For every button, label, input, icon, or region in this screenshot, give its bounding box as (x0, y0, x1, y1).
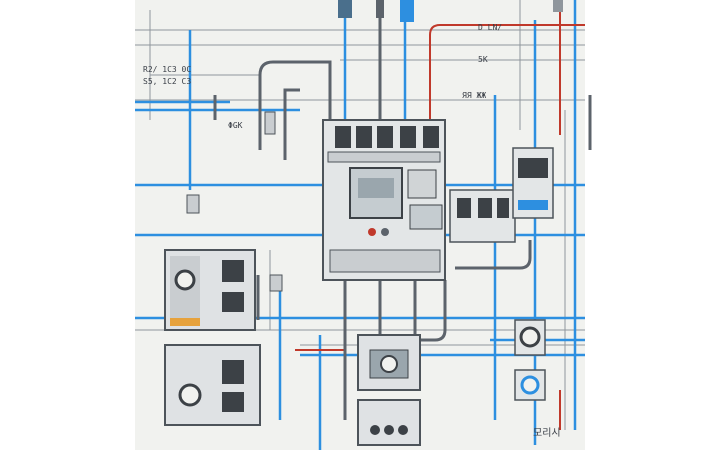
blue-vertical-conduits (188, 0, 577, 450)
grey-pipes (213, 0, 592, 420)
right-mid-tag-label: ЯЯ ЖЖ (462, 91, 486, 100)
breaker-row (335, 126, 439, 148)
sub-breaker (409, 204, 443, 230)
left-control-panel-upper (164, 249, 256, 331)
top-right-tag-label: D LN/ (478, 23, 502, 32)
top-right-tag-label-2: 5K (478, 55, 488, 64)
right-meter-box (512, 147, 554, 219)
terminal-strip (327, 151, 441, 163)
top-conduit-ends (338, 0, 563, 22)
left-control-panel-lower (164, 344, 261, 426)
small-junction-boxes (186, 111, 283, 292)
lower-center-panel (357, 334, 421, 446)
text-labels: R2/ 1C3 0C S5, 1C2 C3 ΦGK D LN/ 5K ЯЯ ЖЖ (143, 23, 502, 130)
side-breaker-box (449, 189, 516, 243)
top-left-code-label-2: S5, 1C2 C3 (143, 77, 191, 86)
right-gauge-lower (514, 369, 546, 401)
din-rail (329, 249, 441, 273)
relay-module (407, 169, 437, 199)
left-mid-tag-label: ΦGK (228, 121, 243, 130)
right-gauge-upper (514, 319, 546, 356)
top-left-code-label: R2/ 1C3 0C (143, 65, 191, 74)
red-conduits (295, 0, 585, 430)
indicator-lights (368, 228, 389, 236)
watermark-text: 모리시 (533, 427, 561, 439)
main-distribution-panel (322, 119, 446, 281)
